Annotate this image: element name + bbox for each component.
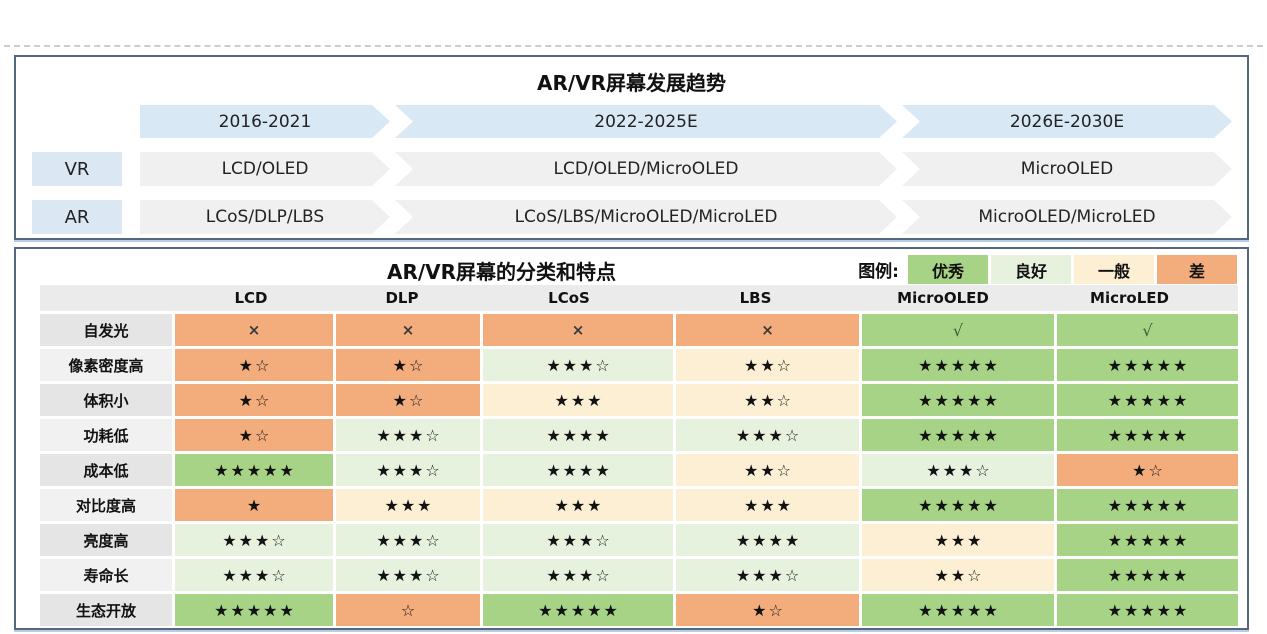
legend: 图例: 优秀 良好 一般 差 <box>858 255 1237 284</box>
rating-cell: ★★★☆ <box>175 524 333 556</box>
rating-cell: ★★★★ <box>676 524 859 556</box>
rating-cell: ★★★★★ <box>483 594 673 626</box>
rating-cell: ★★★★★ <box>175 594 333 626</box>
rating-cell: ★★★☆ <box>483 524 673 556</box>
rating-cell: ★★★★★ <box>1057 489 1238 521</box>
rating-cell: ★★★★★ <box>1057 559 1238 591</box>
rating-cell: ★★★☆ <box>336 454 480 486</box>
rating-cell: ★★★ <box>336 489 480 521</box>
ar-stage-arrow-2: LCoS/LBS/MicroOLED/MicroLED <box>395 200 897 234</box>
rating-cell: ★★★☆ <box>336 559 480 591</box>
rating-cell: × <box>336 314 480 346</box>
rating-cell: ★★★★★ <box>862 594 1054 626</box>
top-dashed-divider <box>4 45 1263 47</box>
rating-cell: ★★★☆ <box>676 559 859 591</box>
rating-cell: × <box>676 314 859 346</box>
vr-stage-row: LCD/OLED LCD/OLED/MicroOLED MicroOLED <box>140 152 1232 186</box>
row-label: 生态开放 <box>40 594 172 626</box>
rating-cell: ★☆ <box>336 384 480 416</box>
column-header: DLP <box>385 289 419 307</box>
rating-cell: ★★★☆ <box>676 419 859 451</box>
row-label: 对比度高 <box>40 489 172 521</box>
legend-caption: 图例: <box>858 262 899 282</box>
legend-item-poor: 差 <box>1157 255 1237 284</box>
rating-cell: ★★★★★ <box>1057 384 1238 416</box>
comparison-title: AR/VR屏幕的分类和特点 <box>386 260 617 284</box>
rating-cell: √ <box>862 314 1054 346</box>
rating-cell: ★★☆ <box>676 384 859 416</box>
legend-item-excellent: 优秀 <box>908 255 988 284</box>
rating-cell: ★★★☆ <box>336 419 480 451</box>
rating-cell: ★☆ <box>336 349 480 381</box>
ar-row-label: AR <box>32 200 122 234</box>
rating-cell: ★★★★ <box>483 419 673 451</box>
legend-item-average: 一般 <box>1074 255 1154 284</box>
row-label: 自发光 <box>40 314 172 346</box>
trend-title: AR/VR屏幕发展趋势 <box>536 71 727 95</box>
row-label: 功耗低 <box>40 419 172 451</box>
rating-cell: ★★★ <box>676 489 859 521</box>
timeline-arrow-2022-2025: 2022-2025E <box>395 105 897 138</box>
rating-cell: ★☆ <box>175 419 333 451</box>
ar-stage-arrow-3: MicroOLED/MicroLED <box>902 200 1232 234</box>
rating-cell: ★★★★★ <box>1057 594 1238 626</box>
timeline-row: 2016-2021 2022-2025E 2026E-2030E <box>140 105 1232 138</box>
rating-cell: ★★☆ <box>676 454 859 486</box>
row-label: 亮度高 <box>40 524 172 556</box>
table-header-row: LCD DLP LCoS LBS MicroOLED MicroLED <box>40 285 1238 311</box>
rating-cell: ☆ <box>336 594 480 626</box>
rating-cell: ★★★☆ <box>483 349 673 381</box>
rating-cell: ★★★ <box>483 489 673 521</box>
rating-cell: × <box>483 314 673 346</box>
rating-cell: ★★★☆ <box>336 524 480 556</box>
rating-cell: √ <box>1057 314 1238 346</box>
rating-cell: ★☆ <box>676 594 859 626</box>
rating-cell: ★★☆ <box>676 349 859 381</box>
rating-cell: ★☆ <box>175 384 333 416</box>
column-header: LCoS <box>548 289 590 307</box>
rating-cell: ★★★★★ <box>862 419 1054 451</box>
row-label: 像素密度高 <box>40 349 172 381</box>
vr-row-label: VR <box>32 152 122 186</box>
rating-cell: ★★★ <box>483 384 673 416</box>
rating-cell: ★★★★★ <box>862 384 1054 416</box>
rating-cell: ★ <box>175 489 333 521</box>
trend-panel: AR/VR屏幕发展趋势 2016-2021 2022-2025E 2026E-2… <box>14 55 1249 240</box>
rating-cell: ★★★★★ <box>1057 349 1238 381</box>
rating-cell: ★★★ <box>862 524 1054 556</box>
header-corner-cell <box>40 285 172 311</box>
timeline-arrow-2026-2030: 2026E-2030E <box>902 105 1232 138</box>
timeline-arrow-2016-2021: 2016-2021 <box>140 105 390 138</box>
rating-cell: ★☆ <box>175 349 333 381</box>
rating-cell: ★★★☆ <box>175 559 333 591</box>
column-header: MicroLED <box>1090 289 1169 307</box>
table-body: 自发光××××√√像素密度高★☆★☆★★★☆★★☆★★★★★★★★★★体积小★☆… <box>40 314 1238 626</box>
rating-cell: ★★☆ <box>862 559 1054 591</box>
rating-cell: ★★★☆ <box>862 454 1054 486</box>
column-header: LCD <box>234 289 268 307</box>
rating-cell: × <box>175 314 333 346</box>
ar-stage-row: LCoS/DLP/LBS LCoS/LBS/MicroOLED/MicroLED… <box>140 200 1232 234</box>
rating-cell: ★★★★ <box>483 454 673 486</box>
column-header: MicroOLED <box>897 289 989 307</box>
rating-cell: ★★★★★ <box>862 489 1054 521</box>
row-label: 成本低 <box>40 454 172 486</box>
row-label: 体积小 <box>40 384 172 416</box>
rating-cell: ★★★★★ <box>1057 524 1238 556</box>
rating-cell: ★★★★★ <box>175 454 333 486</box>
vr-stage-arrow-1: LCD/OLED <box>140 152 390 186</box>
column-header: LBS <box>739 289 772 307</box>
rating-cell: ★★★★★ <box>1057 419 1238 451</box>
legend-item-good: 良好 <box>991 255 1071 284</box>
row-label: 寿命长 <box>40 559 172 591</box>
rating-cell: ★★★☆ <box>483 559 673 591</box>
vr-stage-arrow-2: LCD/OLED/MicroOLED <box>395 152 897 186</box>
rating-cell: ★☆ <box>1057 454 1238 486</box>
ar-stage-arrow-1: LCoS/DLP/LBS <box>140 200 390 234</box>
vr-stage-arrow-3: MicroOLED <box>902 152 1232 186</box>
rating-cell: ★★★★★ <box>862 349 1054 381</box>
